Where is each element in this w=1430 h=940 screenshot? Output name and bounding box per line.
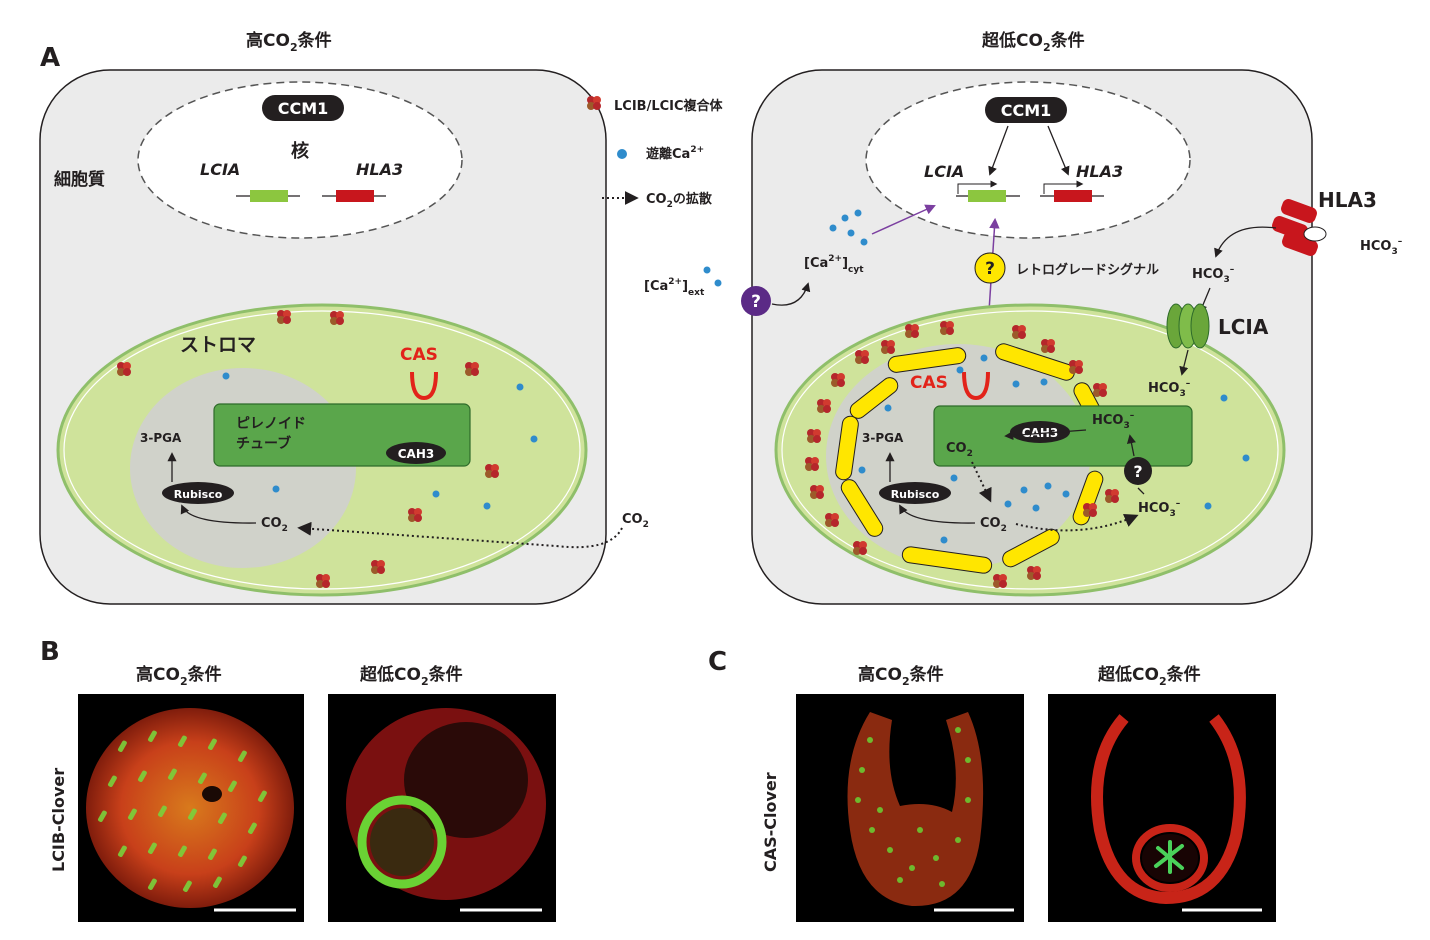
left-lcia-gene — [250, 190, 288, 202]
starch-sheath — [835, 343, 1105, 574]
panel-b-title-2: 超低CO2条件 — [360, 664, 463, 688]
left-hla3-gene — [336, 190, 374, 202]
hla3-protein — [1272, 199, 1327, 256]
retrograde-signal-label: レトログレードシグナル — [1016, 262, 1159, 278]
right-cell: CCM1 LCIA HLA3 [Ca2+]ext ? [Ca2+]cyt — [644, 69, 1403, 605]
micrograph-cas-low-co2 — [1048, 694, 1276, 922]
lcia-protein-label: LCIA — [1218, 315, 1269, 339]
hco3-outside-label: HCO3– — [1360, 237, 1403, 257]
hla3-protein-label: HLA3 — [1318, 188, 1377, 212]
left-cah3-label: CAH3 — [398, 447, 435, 461]
panel-a-label: A — [40, 43, 60, 73]
left-calcium-dots — [222, 372, 538, 510]
ca-cyt-label: [Ca2+]cyt — [804, 254, 864, 275]
legend-diffusion-label: CO2の拡散 — [646, 191, 713, 210]
panel-a: A 高CO2条件 超低CO2条件 細胞質 CCM1 核 LCIA HLA3 スト… — [39, 30, 1403, 605]
right-calcium-dots — [858, 354, 1250, 544]
cytoplasm-label: 細胞質 — [54, 169, 105, 190]
right-ccm1-badge — [985, 97, 1067, 123]
left-co2-diffusion-arrow — [297, 521, 623, 549]
left-tubule-label-1: ピレノイド — [236, 416, 306, 432]
right-nucleus — [865, 81, 1191, 239]
retrograde-unknown — [974, 252, 1006, 284]
co2-tubule-label: CO2 — [946, 441, 973, 459]
right-lcia-gene-label: LCIA — [924, 162, 964, 181]
hco3-cytosol-label: HCO3– — [1192, 265, 1235, 285]
panel-c-row-label: CAS-Clover — [761, 772, 780, 872]
right-co2-label: CO2 — [980, 516, 1007, 534]
left-3pga-label: 3-PGA — [140, 431, 182, 445]
right-rubisco-badge — [879, 482, 951, 504]
left-ccm1-badge — [262, 95, 344, 121]
hco3-recapture-label: HCO3– — [1138, 499, 1181, 519]
left-hla3-gene-label: HLA3 — [356, 160, 403, 179]
right-condition-title: 超低CO2条件 — [982, 30, 1085, 54]
ca-channel-question: ? — [751, 292, 761, 312]
legend-ca-label: 遊離Ca2+ — [646, 145, 704, 162]
panel-b: B 高CO2条件 超低CO2条件 LCIB-Clover — [40, 637, 556, 922]
left-cas-protein — [410, 371, 438, 401]
hco3-tubule-label: HCO3– — [1092, 411, 1135, 431]
panel-c-title-2: 超低CO2条件 — [1098, 664, 1201, 688]
ca-signal-arrow — [871, 204, 936, 235]
ca-channel-unknown — [741, 286, 771, 316]
micrograph-cas-high-co2 — [796, 694, 1024, 922]
left-cah3-badge — [386, 442, 446, 464]
micrograph-lcib-low-co2 — [328, 694, 556, 922]
panel-b-label: B — [40, 637, 60, 667]
cytosol-calcium-dots — [829, 209, 868, 246]
left-cas-label: CAS — [400, 345, 438, 365]
left-lcia-gene-label: LCIA — [200, 160, 240, 179]
right-hla3-gene — [1054, 190, 1092, 202]
panel-c: C 高CO2条件 超低CO2条件 CAS-Clover — [708, 647, 1276, 922]
panel-b-row-label: LCIB-Clover — [49, 768, 68, 872]
panel-b-title-1: 高CO2条件 — [136, 664, 222, 688]
left-pyrenoid — [130, 368, 356, 568]
right-rubisco-label: Rubisco — [891, 488, 940, 501]
left-nucleus — [137, 81, 463, 239]
right-cah3-badge — [1010, 421, 1070, 443]
nucleus-label: 核 — [291, 140, 309, 162]
legend-ca-icon — [617, 149, 627, 159]
panel-c-label: C — [708, 647, 727, 677]
external-co2-label: CO2 — [622, 512, 649, 530]
left-condition-title: 高CO2条件 — [246, 30, 332, 54]
left-tubule-label-2: チューブ — [236, 435, 291, 452]
panel-c-title-1: 高CO2条件 — [858, 664, 944, 688]
right-lcia-gene — [968, 190, 1006, 202]
left-rubisco-label: Rubisco — [174, 488, 223, 501]
left-cell: 細胞質 CCM1 核 LCIA HLA3 ストロマ ピレノイド チューブ CAH… — [39, 69, 649, 605]
left-co2-label: CO2 — [261, 516, 288, 534]
right-hla3-gene-label: HLA3 — [1076, 162, 1123, 181]
stroma-label: ストロマ — [180, 334, 256, 356]
left-ccm1-label: CCM1 — [278, 99, 329, 118]
ca-ext-label: [Ca2+]ext — [644, 277, 705, 298]
right-3pga-label: 3-PGA — [862, 431, 904, 445]
legend: LCIB/LCIC複合体 遊離Ca2+ CO2の拡散 — [587, 96, 724, 210]
hco3-transport-question: ? — [1133, 462, 1142, 481]
legend-lcib-label: LCIB/LCIC複合体 — [614, 98, 724, 114]
hco3-transport-unknown — [1124, 457, 1152, 485]
hco3-stroma-label: HCO3– — [1148, 379, 1191, 399]
lcia-protein — [1166, 303, 1210, 349]
right-ccm1-label: CCM1 — [1001, 101, 1052, 120]
retrograde-question: ? — [985, 259, 995, 279]
right-cas-label: CAS — [910, 373, 948, 393]
right-cas-protein — [962, 371, 990, 401]
left-rubisco-badge — [162, 482, 234, 504]
micrograph-lcib-high-co2 — [78, 694, 304, 922]
